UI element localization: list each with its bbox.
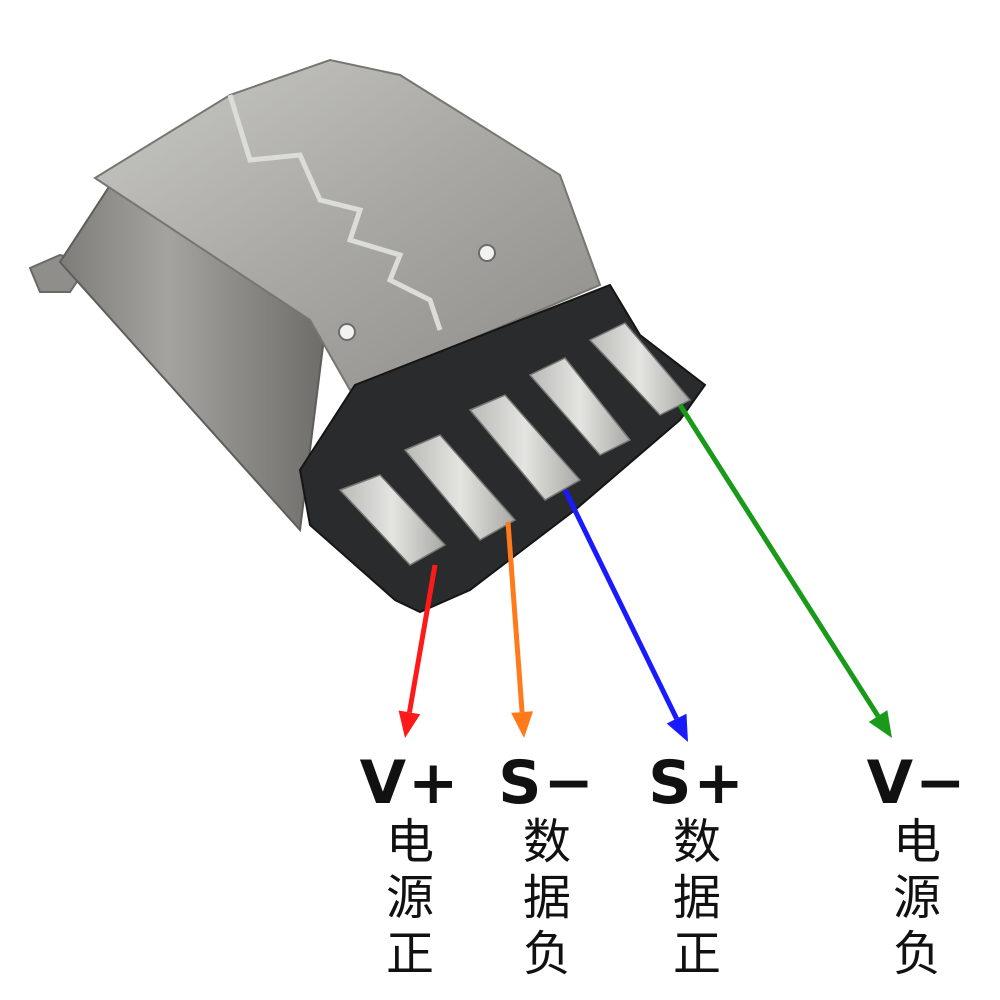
pin-description: 电源负: [892, 814, 941, 982]
arrow-s-minus-head: [511, 711, 534, 738]
pin-label-s-plus: S+ 数据正: [642, 752, 752, 982]
shell-top: [93, 58, 602, 392]
pin-contact: [338, 474, 447, 566]
shell-hole: [338, 323, 356, 341]
pin-description: 数据正: [672, 814, 721, 982]
pin-label-s-minus: S− 数据负: [492, 752, 602, 982]
pin-contact: [588, 322, 692, 416]
pin-contact: [468, 394, 582, 501]
pin-name: S+: [648, 748, 746, 818]
pin-contact: [403, 434, 517, 541]
pin-row: [338, 322, 692, 566]
pin-name: V−: [866, 748, 968, 818]
arrow-s-plus-shaft: [562, 488, 679, 720]
arrow-v-minus-head: [868, 710, 892, 738]
pin-contact: [528, 357, 632, 456]
pin-name: S−: [498, 748, 596, 818]
pin-label-v-minus: V− 电源负: [862, 752, 972, 982]
arrow-v-plus-head: [398, 710, 421, 738]
arrow-s-plus-head: [666, 713, 688, 742]
arrow-group: [398, 403, 892, 742]
pin-label-v-plus: V+ 电源正: [355, 752, 465, 982]
arrow-v-minus-shaft: [677, 403, 881, 718]
arrow-v-plus-shaft: [406, 564, 438, 713]
pin-name: V+: [359, 748, 461, 818]
pin-description: 数据负: [522, 814, 571, 982]
arrow-s-minus-shaft: [505, 521, 525, 713]
pin-description: 电源正: [385, 814, 434, 982]
shell-hole: [478, 244, 496, 262]
shell-seam: [227, 94, 443, 331]
